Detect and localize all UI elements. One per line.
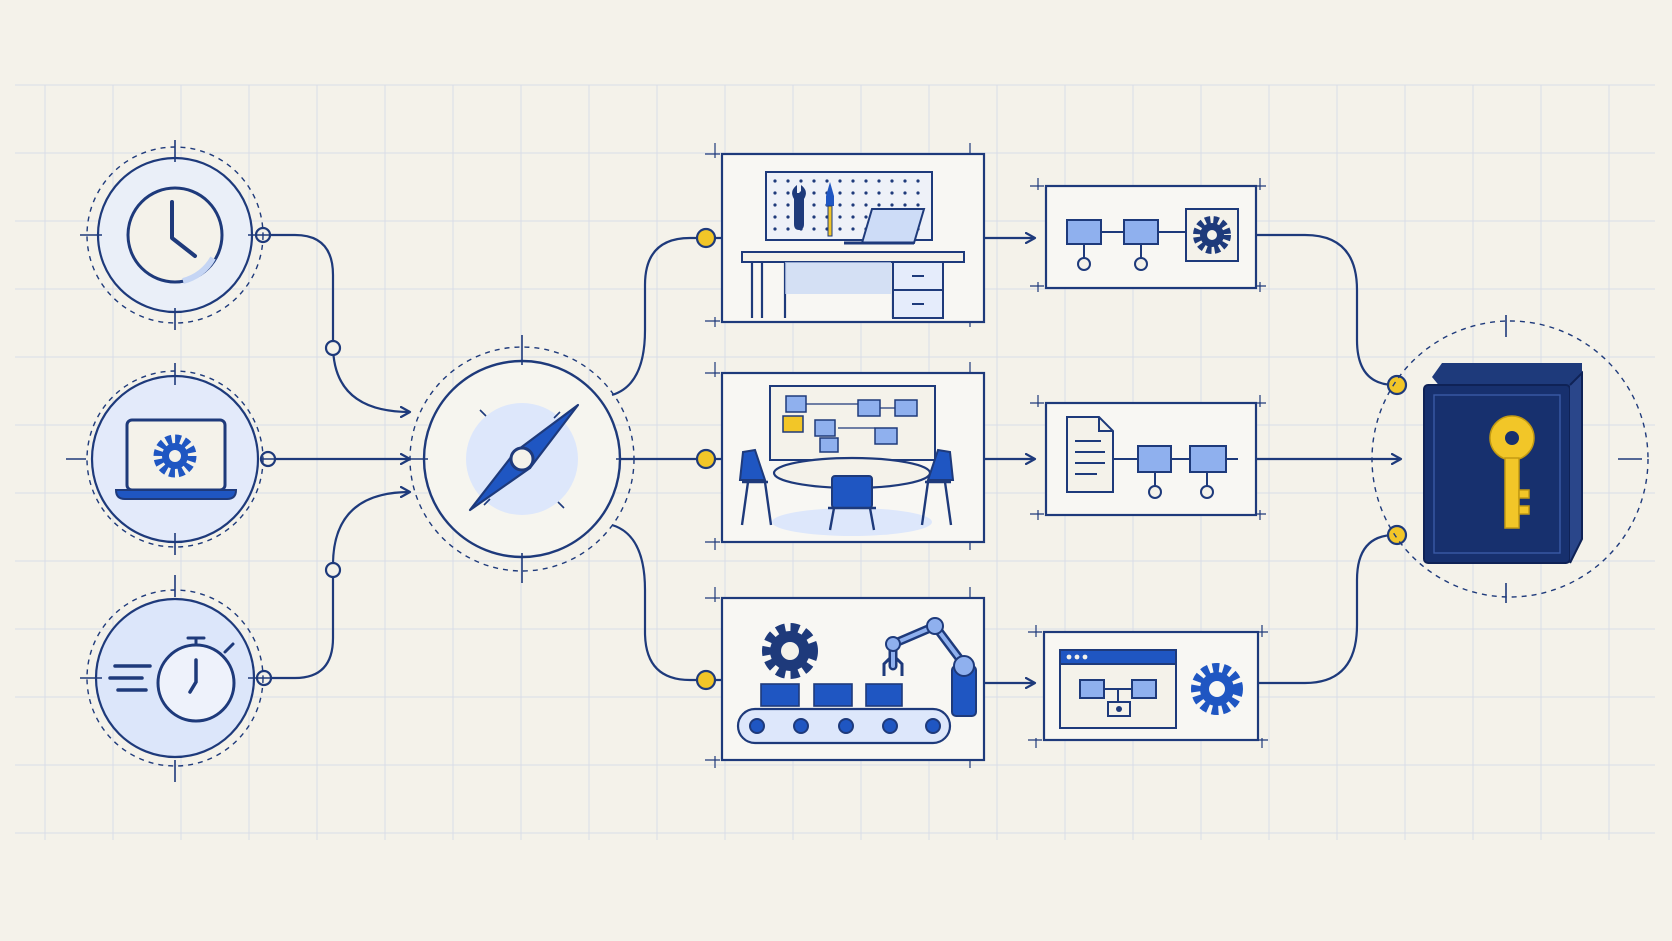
pegboard-dot	[812, 191, 816, 195]
pegboard-dot	[903, 191, 907, 195]
pegboard-dot	[838, 227, 842, 231]
pegboard-dot	[812, 227, 816, 231]
pegboard-dot	[773, 191, 777, 195]
pegboard-dot	[890, 203, 894, 207]
pegboard-dot	[877, 191, 881, 195]
scene-meeting	[705, 362, 986, 550]
input-clock	[80, 140, 270, 330]
assembly-line-robot-icon	[736, 617, 977, 745]
pegboard-dot	[916, 179, 920, 183]
pegboard-dot	[812, 215, 816, 219]
connector-hub-to-factory	[611, 523, 722, 682]
pegboard-dot	[773, 227, 777, 231]
connector-process3-to-book	[1257, 533, 1396, 685]
workbench-tools-laptop-icon	[741, 171, 965, 319]
meeting-room-board-icon	[738, 385, 955, 536]
connector-clock-to-hub	[257, 233, 410, 412]
connector-stopwatch-to-hub	[257, 492, 410, 680]
pegboard-dot	[773, 179, 777, 183]
compass-icon	[466, 403, 580, 515]
node-stopwatch-mid	[324, 561, 342, 579]
pegboard-dot	[812, 203, 816, 207]
pegboard-dot	[851, 191, 855, 195]
pegboard-dot	[786, 227, 790, 231]
pegboard-dot	[838, 203, 842, 207]
pegboard-dot	[864, 191, 868, 195]
connector-process1-to-book	[1257, 233, 1396, 387]
node-meeting-in	[695, 448, 717, 470]
pegboard-dot	[799, 179, 803, 183]
hub-compass	[400, 335, 644, 583]
node-clock-mid	[324, 339, 342, 357]
app-window-gear-icon	[1059, 649, 1243, 729]
pegboard-dot	[786, 191, 790, 195]
key-icon	[1489, 415, 1535, 529]
pegboard-dot	[773, 215, 777, 219]
scene-factory	[705, 587, 986, 768]
pegboard-dot	[903, 203, 907, 207]
pegboard-dot	[864, 215, 868, 219]
node-book-top	[1386, 374, 1408, 396]
process-app-gear	[1028, 625, 1268, 748]
pegboard-dot	[890, 179, 894, 183]
pegboard-dot	[851, 203, 855, 207]
pegboard-dot	[877, 203, 881, 207]
input-stopwatch	[80, 575, 270, 782]
pegboard-dot	[812, 179, 816, 183]
connector-hub-to-workshop	[611, 236, 722, 397]
pegboard-dot	[890, 191, 894, 195]
pegboard-dot	[851, 179, 855, 183]
document-flow-icon	[1066, 416, 1238, 499]
input-laptop	[66, 363, 282, 555]
pegboard-dot	[877, 179, 881, 183]
output-book-key	[1362, 315, 1649, 603]
pegboard-dot	[838, 191, 842, 195]
scene-workshop	[705, 143, 986, 327]
node-factory-in	[695, 669, 717, 691]
laptop-gear-icon	[114, 418, 238, 500]
clock-icon	[126, 186, 224, 284]
pegboard-dot	[916, 191, 920, 195]
node-book-bottom	[1386, 524, 1408, 546]
pegboard-dot	[786, 203, 790, 207]
pegboard-dot	[864, 203, 868, 207]
pegboard-dot	[786, 215, 790, 219]
pegboard-dot	[903, 179, 907, 183]
pegboard-dot	[864, 179, 868, 183]
pegboard-dot	[838, 215, 842, 219]
node-workshop-in	[695, 227, 717, 249]
pegboard-dot	[916, 203, 920, 207]
book-key-icon	[1423, 363, 1583, 564]
pegboard-dot	[838, 179, 842, 183]
process-flow-gear	[1030, 178, 1266, 292]
stopwatch-speed-icon	[108, 636, 236, 723]
process-flow-gear-icon	[1066, 208, 1239, 271]
pegboard-dot	[773, 203, 777, 207]
pegboard-dot	[851, 215, 855, 219]
pegboard-dot	[786, 179, 790, 183]
process-document-flow	[1030, 395, 1266, 520]
pegboard-dot	[851, 227, 855, 231]
pegboard-dot	[825, 179, 829, 183]
